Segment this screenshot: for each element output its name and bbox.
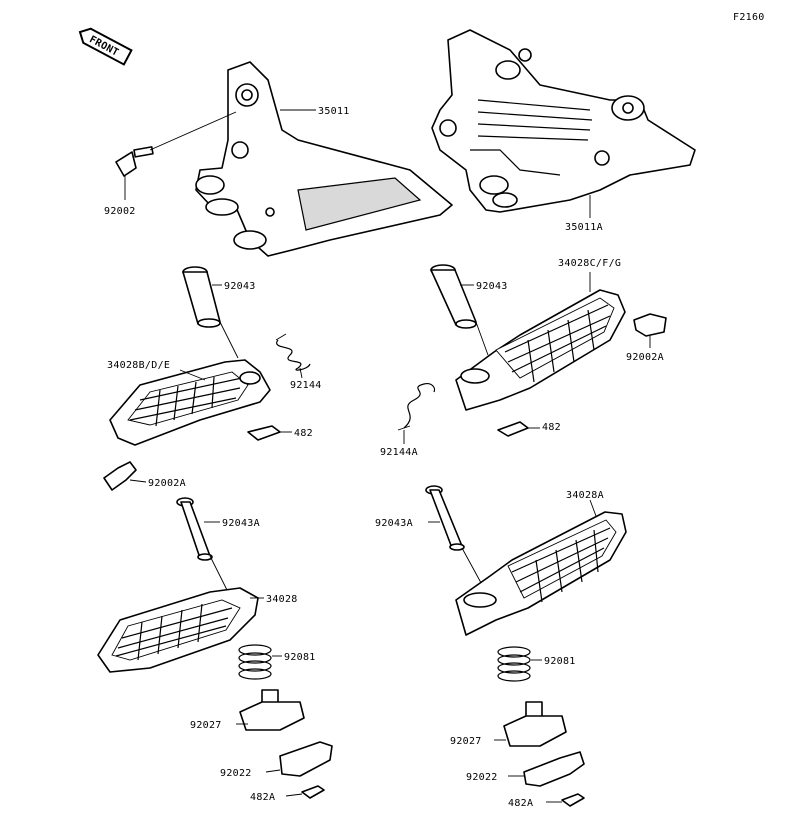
label-bracket-left: 35011 — [318, 106, 350, 117]
label-plate-right: 92022 — [466, 772, 498, 783]
footpeg-34028B-D-E — [109, 359, 271, 446]
pin-92043-left-upper — [182, 266, 239, 359]
pin-92043-right-upper — [430, 264, 489, 356]
clip-482A-left — [285, 785, 325, 799]
spring-92144-left — [275, 333, 311, 379]
spring-92081-right — [497, 646, 542, 682]
label-holder-left: 92027 — [190, 720, 222, 731]
label-peg-right-lower: 34028A — [566, 490, 604, 501]
plate-92022-left — [265, 741, 333, 777]
label-clip-left-upper: 482 — [294, 428, 313, 439]
front-arrow-icon: FRONT — [78, 27, 133, 66]
label-pin-left-upper: 92043 — [224, 281, 256, 292]
clip-482-left-upper — [247, 425, 292, 441]
footpeg-34028A — [455, 511, 627, 636]
label-peg-right-upper: 34028C/F/G — [558, 258, 621, 269]
clip-482A-right — [546, 793, 585, 807]
label-pin-left-lower: 92043A — [222, 518, 260, 529]
label-spring-right-upper: 92144A — [380, 447, 418, 458]
label-peg-left-upper: 34028B/D/E — [107, 360, 170, 371]
clip-482-right-upper — [497, 421, 540, 437]
spring-92144A-right — [397, 383, 436, 444]
label-bracket-right: 35011A — [565, 222, 603, 233]
label-plate-left: 92022 — [220, 768, 252, 779]
label-spring-right-lower: 92081 — [544, 656, 576, 667]
label-bolt-left-lower: 92002A — [148, 478, 186, 489]
bracket-right — [431, 29, 696, 213]
footpeg-34028 — [97, 587, 259, 673]
label-clip-right-upper: 482 — [542, 422, 561, 433]
plate-92022-right — [508, 751, 585, 787]
bolt-92002A-right — [633, 313, 667, 348]
holder-92027-right — [494, 701, 567, 747]
label-clip-left-lower: 482A — [250, 792, 275, 803]
holder-92027-left — [236, 689, 305, 731]
bolt-92002 — [115, 111, 237, 200]
label-peg-left-lower: 34028 — [266, 594, 298, 605]
spring-92081-left — [238, 644, 282, 680]
label-bolt-right-upper: 92002A — [626, 352, 664, 363]
footpeg-34028C-F-G — [455, 289, 626, 411]
pin-92043A-right-lower — [425, 485, 487, 593]
bolt-92002A-left — [103, 461, 147, 491]
label-pin-right-upper: 92043 — [476, 281, 508, 292]
figure-code: F2160 — [733, 12, 765, 23]
label-spring-left-lower: 92081 — [284, 652, 316, 663]
label-bolt-left-top: 92002 — [104, 206, 136, 217]
label-clip-right-lower: 482A — [508, 798, 533, 809]
label-holder-right: 92027 — [450, 736, 482, 747]
label-spring-left-upper: 92144 — [290, 380, 322, 391]
pin-92043A-left-lower — [176, 497, 229, 593]
bracket-left — [195, 61, 453, 257]
label-pin-right-lower: 92043A — [375, 518, 413, 529]
